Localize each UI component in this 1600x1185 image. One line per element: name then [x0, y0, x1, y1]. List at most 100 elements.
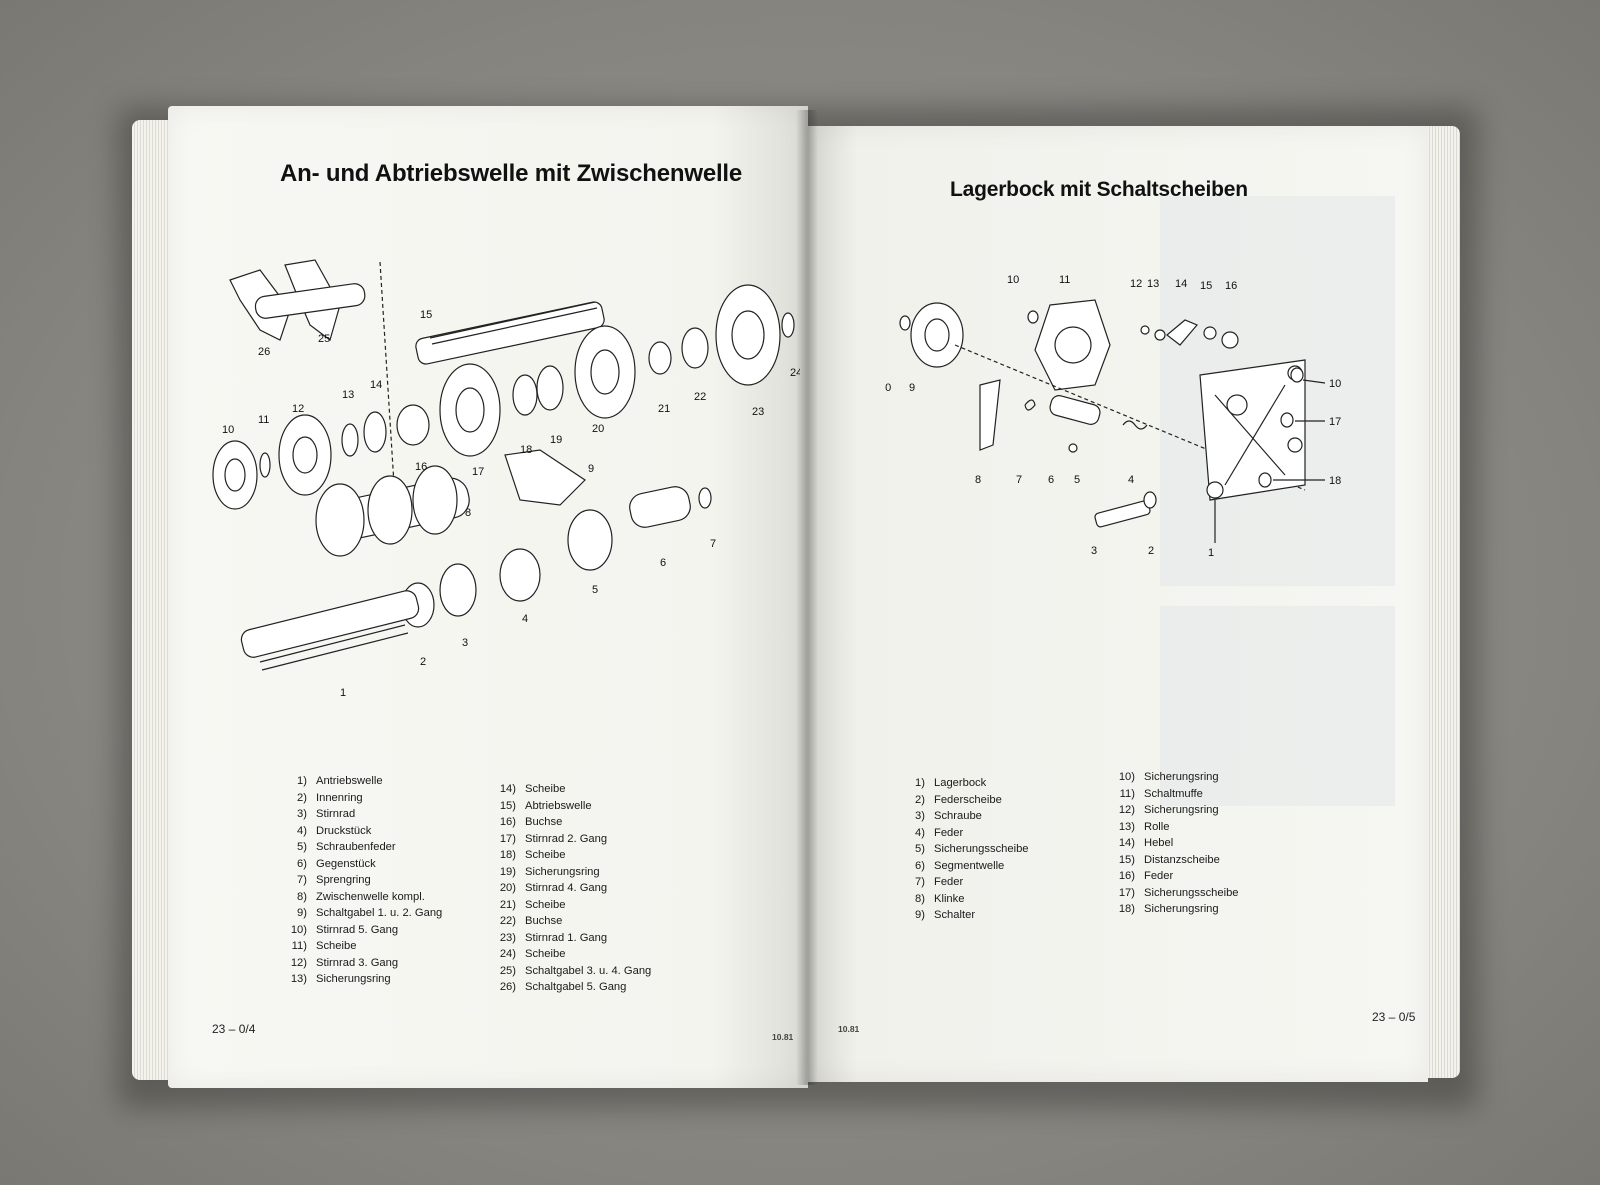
callout-17: 17 — [1329, 416, 1341, 428]
callout-10a: 10 — [885, 382, 891, 394]
callout-1: 1 — [340, 687, 346, 699]
left-date-stamp: 10.81 — [772, 1032, 794, 1042]
callout-24: 24 — [790, 367, 800, 379]
callout-4: 4 — [522, 613, 528, 625]
legend-item: 6)Segmentwelle — [915, 859, 1005, 872]
right-date-stamp: 10.81 — [838, 1024, 860, 1034]
right-page-title: Lagerbock mit Schaltscheiben — [950, 178, 1248, 201]
shift-bracket-diagram: 10 11 12 13 14 15 16 10 17 18 10 9 8 7 6… — [885, 275, 1365, 575]
callout-7: 7 — [1016, 474, 1022, 486]
callout-10: 10 — [222, 424, 234, 436]
callout-4: 4 — [1128, 474, 1134, 486]
legend-item: 24)Scheibe — [499, 948, 566, 960]
callout-9: 9 — [588, 463, 594, 475]
legend-item: 9)Schalter — [915, 909, 976, 921]
callout-10: 10 — [1007, 275, 1019, 286]
legend-item: 13)Rolle — [1118, 820, 1170, 833]
right-legend-column-1: 1)Lagerbock 2)Federscheibe 3)Schraube 4)… — [899, 775, 1029, 924]
legend-item: 1)Antriebswelle — [297, 775, 383, 787]
legend-item: 18)Scheibe — [499, 849, 566, 861]
legend-item: 10)Sicherungsring — [1118, 771, 1219, 783]
legend-item: 8)Klinke — [915, 892, 965, 905]
callout-16: 16 — [1225, 280, 1237, 292]
legend-item: 3)Stirnrad — [297, 808, 356, 820]
callout-11: 11 — [258, 414, 269, 426]
callout-9: 9 — [909, 382, 915, 394]
callout-26: 26 — [258, 346, 270, 358]
legend-item: 5)Sicherungsscheibe — [915, 843, 1029, 855]
legend-item: 9)Schaltgabel 1. u. 2. Gang — [297, 907, 443, 919]
callout-6: 6 — [1048, 474, 1054, 486]
callout-14: 14 — [370, 379, 382, 391]
right-page-number: 23 – 0/5 — [1372, 1010, 1416, 1024]
legend-item: 7)Sprengring — [297, 874, 371, 886]
legend-item: 14)Scheibe — [499, 783, 566, 795]
callout-5: 5 — [1074, 474, 1080, 486]
callout-5: 5 — [592, 584, 598, 596]
callout-19: 19 — [550, 434, 562, 446]
callout-10b: 10 — [1329, 378, 1341, 390]
legend-item: 16)Buchse — [499, 816, 563, 828]
legend-item: 15)Distanzscheibe — [1118, 853, 1220, 866]
callout-23: 23 — [752, 406, 764, 418]
callout-21: 21 — [658, 403, 670, 415]
callout-13: 13 — [1147, 278, 1159, 290]
legend-item: 14)Hebel — [1118, 837, 1174, 849]
callout-15: 15 — [1200, 280, 1212, 292]
legend-item: 3)Schraube — [915, 810, 982, 822]
callout-2: 2 — [420, 656, 426, 668]
legend-item: 6)Gegenstück — [297, 857, 376, 870]
legend-item: 2)Federscheibe — [915, 793, 1002, 806]
callout-18: 18 — [1329, 475, 1341, 487]
legend-item: 12)Stirnrad 3. Gang — [290, 956, 399, 969]
legend-item: 8)Zwischenwelle kompl. — [297, 890, 425, 903]
callout-3: 3 — [462, 637, 468, 649]
legend-item: 17)Sicherungsscheibe — [1118, 886, 1239, 899]
transmission-shafts-diagram: 26 25 15 10 11 12 13 14 16 17 18 19 20 2… — [200, 250, 800, 720]
legend-item: 23)Stirnrad 1. Gang — [499, 931, 608, 944]
legend-item: 12)Sicherungsring — [1118, 804, 1219, 816]
legend-item: 11)Schaltmuffe — [1119, 787, 1203, 800]
left-page-title: An- und Abtriebswelle mit Zwischenwelle — [280, 160, 743, 187]
callout-25: 25 — [318, 333, 330, 345]
callout-8: 8 — [465, 507, 471, 519]
callout-3: 3 — [1091, 545, 1097, 557]
legend-item: 11)Scheibe — [291, 940, 357, 952]
callout-22: 22 — [694, 391, 706, 403]
callout-15: 15 — [420, 309, 432, 321]
callout-16: 16 — [415, 461, 427, 473]
right-page — [808, 126, 1428, 1082]
legend-item: 2)Innenring — [297, 791, 363, 804]
callout-20: 20 — [592, 423, 604, 435]
legend-item: 25)Schaltgabel 3. u. 4. Gang — [499, 964, 652, 977]
book-gutter — [796, 110, 818, 1085]
callout-8: 8 — [975, 474, 981, 486]
legend-item: 5)Schraubenfeder — [297, 841, 396, 853]
legend-item: 17)Stirnrad 2. Gang — [499, 832, 608, 845]
callout-2: 2 — [1148, 545, 1154, 557]
legend-item: 4)Feder — [915, 826, 964, 839]
legend-item: 4)Druckstück — [297, 824, 372, 837]
left-page — [168, 106, 808, 1088]
legend-item: 19)Sicherungsring — [499, 865, 600, 878]
left-page-number: 23 – 0/4 — [212, 1022, 256, 1036]
callout-1: 1 — [1208, 547, 1214, 559]
legend-item: 26)Schaltgabel 5. Gang — [499, 981, 627, 993]
left-legend-column-2: 14)Scheibe 15)Abtriebswelle 16)Buchse 17… — [490, 781, 651, 996]
legend-item: 18)Sicherungsring — [1118, 903, 1219, 915]
legend-item: 20)Stirnrad 4. Gang — [499, 882, 608, 894]
legend-item: 22)Buchse — [499, 915, 563, 927]
legend-item: 21)Scheibe — [499, 898, 566, 911]
legend-item: 15)Abtriebswelle — [499, 799, 592, 812]
callout-12: 12 — [292, 403, 304, 415]
callout-18: 18 — [520, 444, 532, 456]
left-legend-column-1: 1)Antriebswelle 2)Innenring 3)Stirnrad 4… — [281, 773, 442, 988]
callout-7: 7 — [710, 538, 716, 550]
legend-item: 16)Feder — [1118, 870, 1174, 882]
callout-13: 13 — [342, 389, 354, 401]
callout-11: 11 — [1059, 275, 1070, 286]
callout-17: 17 — [472, 466, 484, 478]
callout-12: 12 — [1130, 278, 1142, 290]
callout-6: 6 — [660, 557, 666, 569]
bleed-through-block — [1160, 606, 1395, 806]
